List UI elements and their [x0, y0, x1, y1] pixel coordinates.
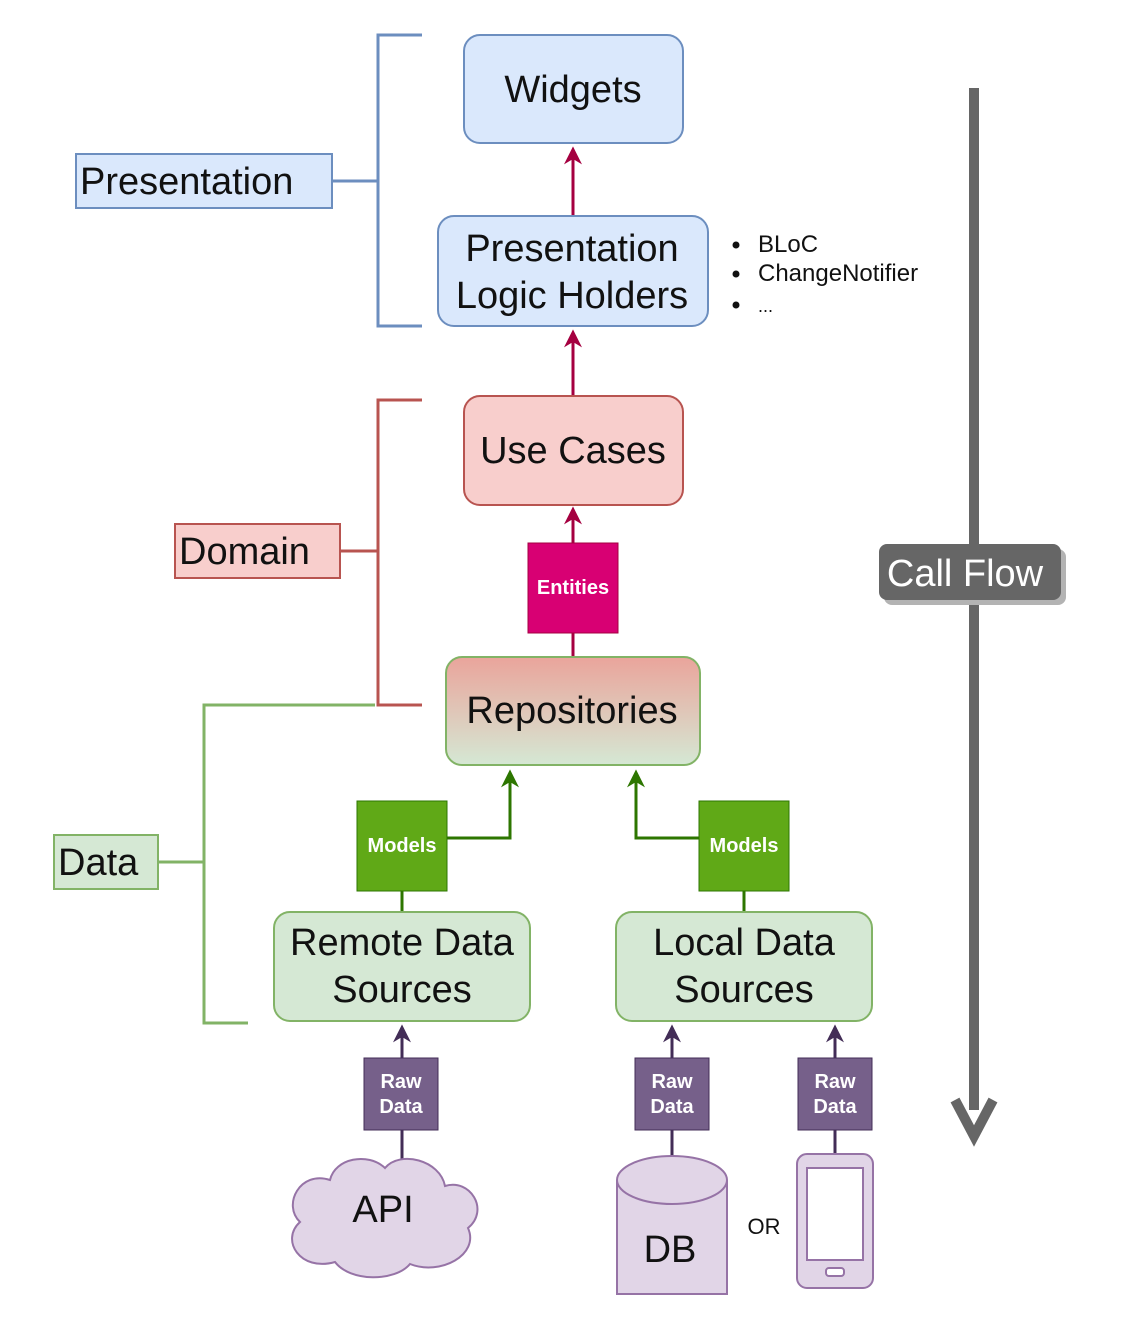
db-cylinder-icon: DB: [616, 1155, 728, 1295]
entities-tag: Entities: [527, 542, 619, 634]
widgets-box: Widgets: [463, 34, 684, 144]
svg-text:Sources: Sources: [674, 969, 813, 1011]
svg-text:Data: Data: [813, 1096, 857, 1118]
presentation-layer-label: Presentation: [75, 153, 333, 209]
svg-text:Presentation: Presentation: [80, 161, 293, 203]
call-flow-label: Call Flow: [879, 544, 1066, 605]
svg-text:Data: Data: [379, 1096, 423, 1118]
device-rawdata-tag: Raw Data: [797, 1057, 873, 1131]
db-rawdata-tag: Raw Data: [634, 1057, 710, 1131]
call-flow-arrow: [950, 88, 998, 1147]
svg-text:Entities: Entities: [537, 577, 609, 599]
svg-text:Domain: Domain: [179, 531, 310, 573]
api-cloud-icon: API: [291, 1158, 479, 1279]
svg-text:BLoC: BLoC: [758, 231, 818, 258]
data-layer-label: Data: [53, 834, 159, 890]
svg-text:DB: DB: [644, 1229, 697, 1271]
svg-text:Raw: Raw: [814, 1071, 856, 1093]
svg-text:Local Data: Local Data: [653, 922, 836, 964]
data-bracket: [158, 703, 375, 1025]
svg-text:Raw: Raw: [380, 1071, 422, 1093]
mobile-device-icon: [796, 1153, 874, 1289]
logic-holder-examples-list: BLoC ChangeNotifier ...: [732, 231, 918, 316]
svg-text:Widgets: Widgets: [504, 69, 641, 111]
presentation-logic-holders-box: Presentation Logic Holders: [437, 215, 709, 327]
or-label: OR: [748, 1214, 781, 1239]
svg-text:Presentation: Presentation: [465, 228, 678, 270]
domain-bracket: [340, 398, 422, 707]
api-rawdata-tag: Raw Data: [363, 1057, 439, 1131]
svg-text:Raw: Raw: [651, 1071, 693, 1093]
svg-text:ChangeNotifier: ChangeNotifier: [758, 260, 918, 287]
svg-text:Logic Holders: Logic Holders: [456, 275, 688, 317]
svg-text:Data: Data: [58, 842, 139, 884]
svg-text:Models: Models: [368, 835, 437, 857]
presentation-bracket: [332, 33, 422, 328]
arrow-remote-models-to-repositories: [447, 769, 519, 840]
svg-text:API: API: [352, 1189, 413, 1231]
remote-models-tag: Models: [356, 800, 448, 892]
svg-text:Call Flow: Call Flow: [887, 553, 1044, 595]
arrow-local-models-to-repositories: [627, 769, 700, 840]
svg-text:Models: Models: [710, 835, 779, 857]
svg-text:Remote Data: Remote Data: [290, 922, 515, 964]
local-data-sources-box: Local Data Sources: [615, 911, 873, 1022]
local-models-tag: Models: [698, 800, 790, 892]
svg-text:Use Cases: Use Cases: [480, 430, 666, 472]
remote-data-sources-box: Remote Data Sources: [273, 911, 531, 1022]
domain-layer-label: Domain: [174, 523, 341, 579]
use-cases-box: Use Cases: [463, 395, 684, 506]
svg-text:Sources: Sources: [332, 969, 471, 1011]
repositories-box: Repositories: [445, 656, 701, 766]
svg-text:Repositories: Repositories: [466, 690, 677, 732]
svg-text:...: ...: [758, 296, 773, 316]
svg-text:Data: Data: [650, 1096, 694, 1118]
